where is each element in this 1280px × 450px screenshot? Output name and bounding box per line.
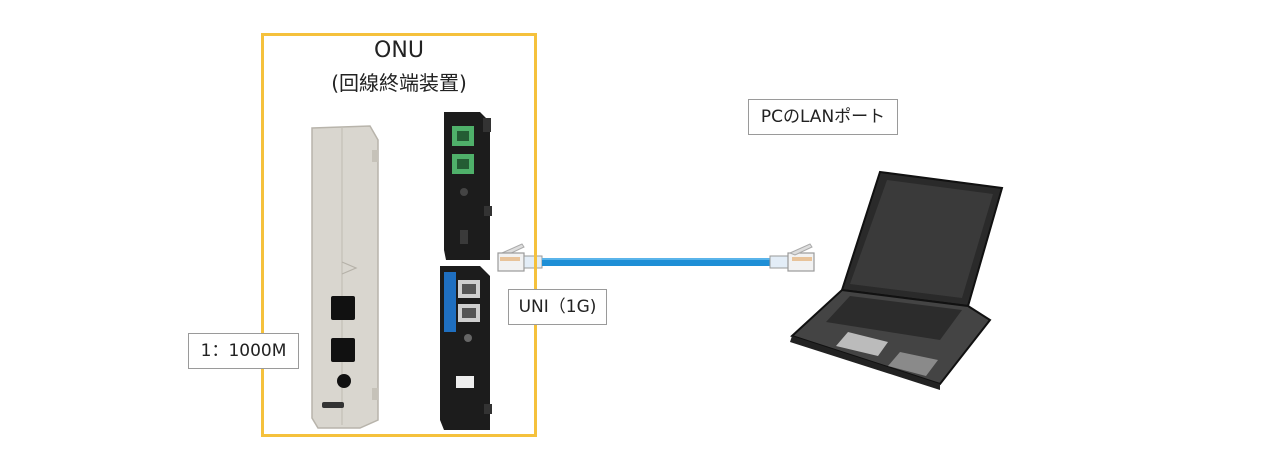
onu-subtitle: (回線終端装置) xyxy=(331,71,467,95)
lan-cable-illustration xyxy=(497,243,815,272)
rj45-plug-right xyxy=(787,252,815,272)
gray-unit-power-jack xyxy=(337,374,351,388)
laptop-illustration xyxy=(790,170,1004,390)
uni-label: UNI（1G) xyxy=(508,289,607,325)
onu-black-unit-bottom-illustration xyxy=(440,266,492,430)
gray-unit-port-2 xyxy=(331,338,355,362)
onu-frame xyxy=(261,33,537,437)
onu-title: ONU xyxy=(374,38,424,63)
touchpad xyxy=(836,332,888,356)
blue-label-strip xyxy=(444,272,456,332)
pc-lan-port-label: PCのLANポート xyxy=(748,99,898,135)
onu-gray-unit-illustration xyxy=(311,125,379,429)
speed-label: 1：1000M xyxy=(188,333,299,369)
onu-black-unit-top-illustration xyxy=(444,112,492,260)
gray-unit-port-1 xyxy=(331,296,355,320)
